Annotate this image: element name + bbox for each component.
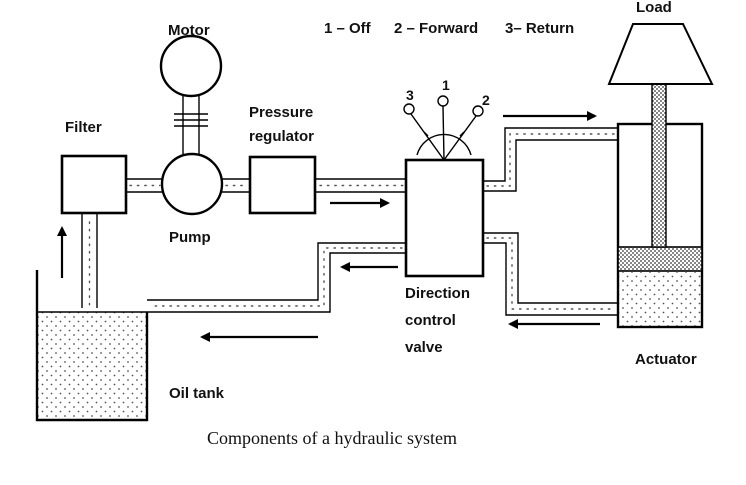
- filter-label: Filter: [65, 119, 102, 136]
- actuator-piston: [617, 246, 703, 272]
- load-label: Load: [636, 0, 672, 16]
- filter-box: [60, 154, 128, 215]
- lever-label-1: 1: [442, 77, 450, 93]
- direction-valve-label-3: valve: [405, 339, 443, 356]
- lever-knob-2: [472, 105, 484, 117]
- lever-label-2: 2: [482, 92, 490, 108]
- actuator: [616, 83, 704, 329]
- legend-forward: 2 – Forward: [394, 20, 478, 37]
- lever-knob-3: [403, 103, 415, 115]
- pump-label: Pump: [169, 229, 211, 246]
- suction-pipe: [81, 212, 98, 308]
- legend-off: 1 – Off: [324, 20, 372, 37]
- direction-valve-label-2: control: [405, 312, 456, 329]
- pipe-valve-actuator-lower: [483, 232, 618, 316]
- direction-valve-box: [404, 158, 485, 278]
- valve-lever: [403, 95, 484, 161]
- motor-circle: [159, 34, 223, 98]
- direction-valve-label-1: Direction: [405, 285, 470, 302]
- pressure-regulator-label-1: Pressure: [249, 104, 313, 121]
- oil-tank-label: Oil tank: [169, 385, 225, 402]
- oil-tank: [35, 270, 149, 422]
- pressure-regulator-label-2: regulator: [249, 128, 314, 145]
- return-pipe: [147, 242, 406, 313]
- legend-return: 3– Return: [505, 20, 574, 37]
- pipe-regulator-valve: [315, 178, 406, 193]
- pressure-regulator-box: [248, 155, 317, 215]
- pipe-filter-pump: [126, 178, 162, 193]
- actuator-rod: [651, 83, 667, 248]
- motor-label: Motor: [168, 22, 210, 39]
- motor-shaft: [174, 96, 208, 155]
- pipe-pump-regulator: [222, 178, 250, 193]
- actuator-label: Actuator: [635, 351, 697, 368]
- lever-knob-1: [437, 95, 449, 107]
- load-block: [607, 23, 714, 85]
- figure-caption: Components of a hydraulic system: [207, 428, 457, 448]
- lever-label-3: 3: [406, 87, 414, 103]
- pump-circle: [160, 152, 224, 216]
- pipe-valve-actuator-upper: [483, 127, 618, 192]
